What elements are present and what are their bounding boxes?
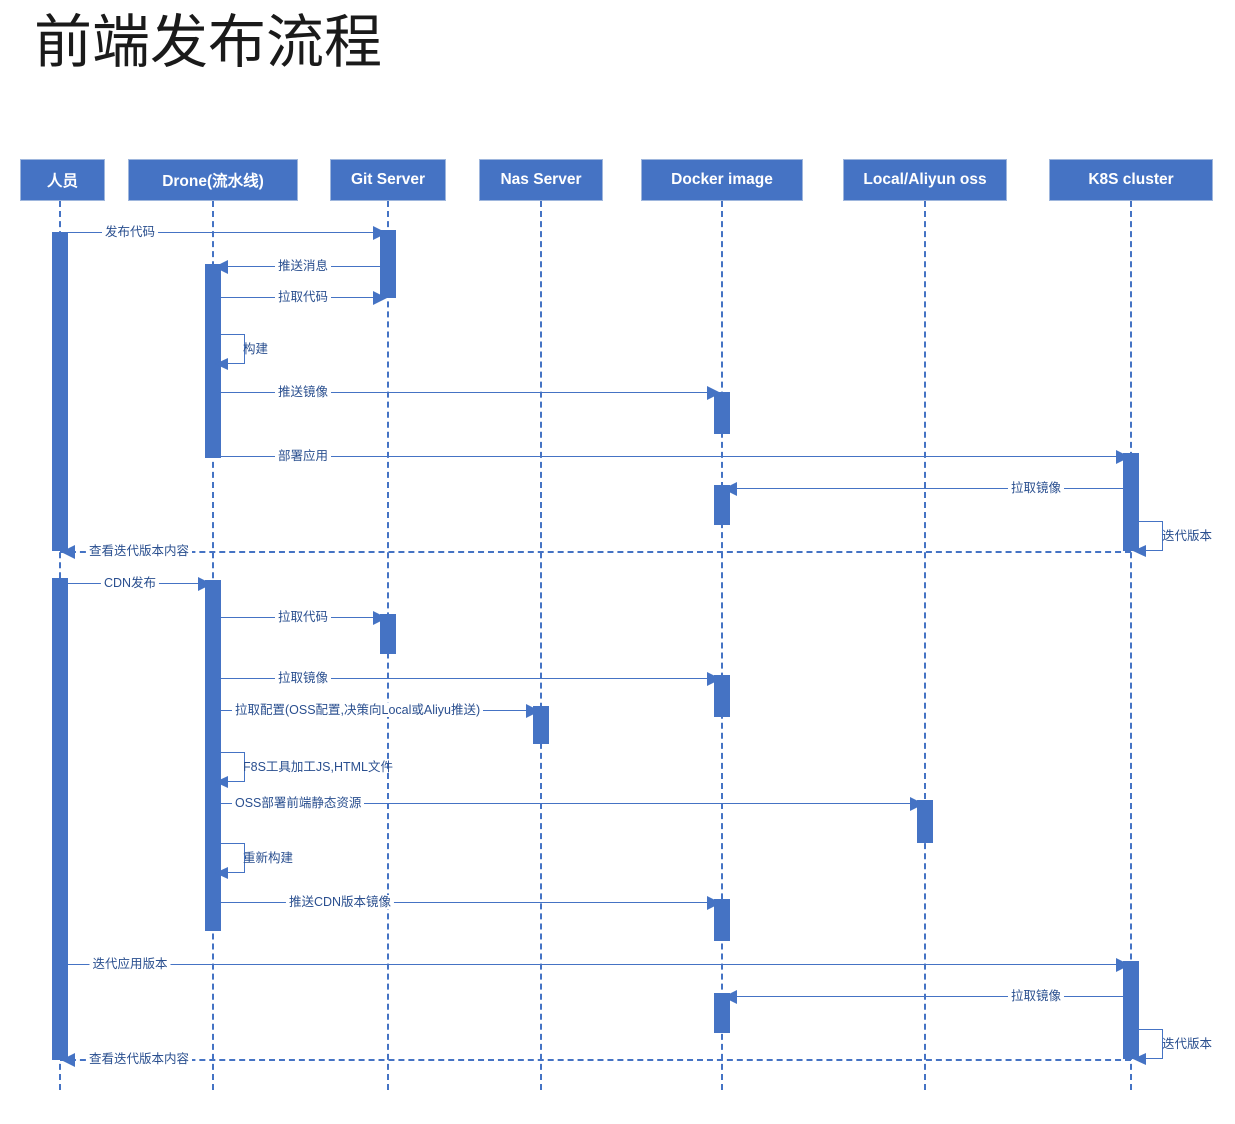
self-message-loop-m8 <box>1131 521 1163 551</box>
arrow-head-left-icon <box>214 260 228 274</box>
lifeline-oss <box>924 201 926 1090</box>
message-label-m15: OSS部署前端静态资源 <box>232 796 365 810</box>
message-line-m18 <box>60 964 1131 965</box>
arrow-head-left-icon <box>61 545 75 559</box>
lifeline-docker <box>721 201 723 1090</box>
self-message-loop-m4 <box>213 334 245 364</box>
participant-box-git[interactable]: Git Server <box>330 159 446 201</box>
arrow-head-right-icon <box>373 226 387 240</box>
participant-label: K8S cluster <box>1088 171 1174 188</box>
message-line-m5 <box>213 392 722 393</box>
activation-bar-person <box>52 232 68 551</box>
self-message-loop-m16 <box>213 843 245 873</box>
message-label-m20: 迭代版本 <box>1162 1037 1213 1051</box>
activation-bar-person <box>52 578 68 1060</box>
activation-bar-git <box>380 230 396 298</box>
activation-bar-k8s <box>1123 453 1139 551</box>
message-line-m21 <box>60 1059 1131 1061</box>
arrow-head-left-icon <box>723 482 737 496</box>
message-label-m5: 推送镜像 <box>274 385 332 399</box>
arrow-head-right-icon <box>1116 450 1130 464</box>
participant-box-nas[interactable]: Nas Server <box>479 159 603 201</box>
message-label-m19: 拉取镜像 <box>1007 989 1065 1003</box>
participant-label: Local/Aliyun oss <box>863 171 987 188</box>
arrow-head-left-icon <box>61 1053 75 1067</box>
message-label-m21: 查看迭代版本内容 <box>86 1052 193 1066</box>
page-title: 前端发布流程 <box>34 10 383 75</box>
participant-box-oss[interactable]: Local/Aliyun oss <box>843 159 1007 201</box>
self-message-loop-m14 <box>213 752 245 782</box>
message-label-m9: 查看迭代版本内容 <box>86 544 193 558</box>
activation-bar-docker <box>714 392 730 434</box>
lifeline-nas <box>540 201 542 1090</box>
message-line-m19 <box>722 996 1131 997</box>
arrow-head-right-icon <box>198 577 212 591</box>
arrow-head-left-icon <box>1133 545 1146 557</box>
message-label-m8: 迭代版本 <box>1162 529 1213 543</box>
lifeline-k8s <box>1130 201 1132 1090</box>
message-label-m2: 推送消息 <box>274 259 332 273</box>
self-message-loop-m20 <box>1131 1029 1163 1059</box>
arrow-head-right-icon <box>707 896 721 910</box>
participant-label: Nas Server <box>500 171 582 188</box>
arrow-head-right-icon <box>1116 958 1130 972</box>
arrow-head-left-icon <box>215 867 228 879</box>
message-line-m6 <box>213 456 1131 457</box>
message-label-m16: 重新构建 <box>243 851 294 865</box>
message-label-m7: 拉取镜像 <box>1007 481 1065 495</box>
arrow-head-right-icon <box>373 291 387 305</box>
participant-box-k8s[interactable]: K8S cluster <box>1049 159 1213 201</box>
participant-box-drone[interactable]: Drone(流水线) <box>128 159 298 201</box>
message-label-m6: 部署应用 <box>274 449 332 463</box>
message-label-m12: 拉取镜像 <box>274 671 332 685</box>
arrow-head-right-icon <box>910 797 924 811</box>
activation-bar-drone <box>205 264 221 458</box>
participant-label: Drone(流水线) <box>162 173 264 190</box>
arrow-head-left-icon <box>723 990 737 1004</box>
arrow-head-left-icon <box>1133 1053 1146 1065</box>
arrow-head-right-icon <box>707 386 721 400</box>
message-line-m1 <box>60 232 388 233</box>
participant-box-docker[interactable]: Docker image <box>641 159 803 201</box>
activation-bar-k8s <box>1123 961 1139 1059</box>
participant-label: Docker image <box>671 171 773 188</box>
message-line-m17 <box>213 902 722 903</box>
participant-label: Git Server <box>350 171 426 188</box>
arrow-head-left-icon <box>215 776 228 788</box>
message-line-m12 <box>213 678 722 679</box>
message-label-m13: 拉取配置(OSS配置,决策向Local或Aliyu推送) <box>232 703 484 717</box>
message-label-m4: 构建 <box>243 342 269 356</box>
message-label-m1: 发布代码 <box>101 225 159 239</box>
participant-label: 人员 <box>46 173 78 190</box>
arrow-head-right-icon <box>526 704 540 718</box>
message-label-m3: 拉取代码 <box>274 290 332 304</box>
message-line-m7 <box>722 488 1131 489</box>
message-label-m18: 迭代应用版本 <box>89 957 171 971</box>
arrow-head-right-icon <box>373 611 387 625</box>
participant-box-person[interactable]: 人员 <box>20 159 105 201</box>
message-label-m17: 推送CDN版本镜像 <box>285 895 395 909</box>
message-label-m11: 拉取代码 <box>274 610 332 624</box>
arrow-head-right-icon <box>707 672 721 686</box>
message-label-m10: CDN发布 <box>100 576 160 590</box>
message-label-m14: F8S工具加工JS,HTML文件 <box>243 760 394 774</box>
message-line-m9 <box>60 551 1131 553</box>
arrow-head-left-icon <box>215 358 228 370</box>
message-line-m15 <box>213 803 925 804</box>
